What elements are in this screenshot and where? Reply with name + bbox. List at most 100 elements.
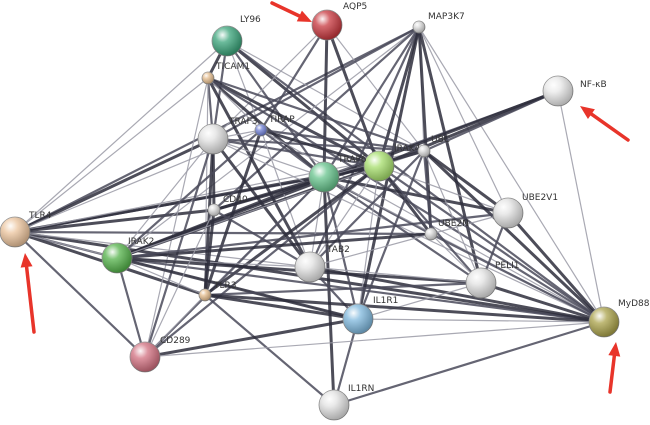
- node-highlight: [295, 252, 325, 282]
- edge-layer: [13, 23, 606, 407]
- edge-tlr4-traf3: [13, 137, 215, 234]
- node-traf3[interactable]: TRAF3: [197, 117, 257, 155]
- edge-tlr3-il1r1: [203, 293, 360, 321]
- edge-map3k7-irak4: [377, 25, 421, 168]
- edge-il1r1-myd88: [357, 318, 605, 323]
- edge-irak4-cd289: [143, 164, 381, 359]
- node-ubc[interactable]: UBC: [417, 135, 450, 158]
- edge-irak2-il1r1: [115, 256, 360, 321]
- edge-traf6-peli1: [322, 175, 483, 285]
- edge-ticam1-cd289: [144, 77, 209, 358]
- node-highlight: [199, 289, 211, 301]
- edge-cd40-cd289: [144, 209, 215, 358]
- edge-traf3-cd289: [143, 137, 215, 359]
- node-label: TRAF3: [228, 117, 257, 127]
- node-highlight: [309, 162, 339, 192]
- node-tlr3[interactable]: TLR3: [198, 281, 237, 302]
- node-label: IRAK2: [128, 237, 154, 247]
- edge-irak2-ube2v1: [115, 211, 510, 260]
- edge-tlr4-cd40: [13, 208, 216, 234]
- node-highlight: [589, 307, 619, 337]
- node-label: MyD88: [618, 299, 650, 309]
- node-cd289[interactable]: CD289: [129, 336, 191, 373]
- node-ube2v1[interactable]: UBE2V1: [492, 193, 558, 229]
- node-highlight: [493, 198, 523, 228]
- edge-map3k7-traf3: [211, 25, 421, 141]
- node-label: AQP5: [343, 2, 367, 12]
- node-label: UBE2V1: [522, 193, 558, 203]
- edge-peli1-tlr3: [203, 281, 483, 297]
- edge-traf6-il1rn: [322, 175, 336, 407]
- edge-myd88-il1rn: [332, 320, 606, 407]
- node-highlight: [130, 342, 160, 372]
- node-ly96[interactable]: LY96: [211, 15, 261, 57]
- node-label: LY96: [240, 15, 261, 25]
- edge-ubc-tab2: [308, 149, 426, 269]
- node-tirap[interactable]: TIRAP: [254, 115, 295, 137]
- edge-map3k7-cd40: [212, 25, 421, 212]
- node-label: NF-κB: [580, 80, 607, 90]
- edge-irak2-cd289: [115, 256, 147, 359]
- edge-aqp5-traf6: [322, 23, 329, 179]
- edge-tab2-myd88: [308, 265, 606, 324]
- edge-aqp5-irak4: [325, 23, 381, 168]
- node-label: PELI1: [495, 261, 520, 271]
- edge-peli1-myd88: [479, 281, 606, 324]
- edge-irak4-myd88: [377, 164, 606, 324]
- node-highlight: [208, 204, 220, 216]
- edge-ubc-peli1: [423, 150, 482, 284]
- node-irak2[interactable]: IRAK2: [101, 237, 154, 274]
- edge-ubc-myd88: [422, 149, 606, 324]
- edge-ubc-ube2n: [422, 149, 433, 236]
- node-label: UBE2N: [438, 219, 469, 229]
- node-tlr4[interactable]: TLR4: [0, 211, 52, 248]
- node-label: IRAK4: [394, 144, 421, 154]
- node-label: IL1R1: [373, 296, 398, 306]
- edge-tlr3-myd88: [203, 293, 606, 324]
- node-highlight: [466, 268, 496, 298]
- edge-tlr4-ly96: [14, 40, 228, 233]
- node-ube2n[interactable]: UBE2N: [424, 219, 469, 241]
- edge-tlr4-ube2n: [13, 230, 433, 236]
- edge-myd88-cd289: [144, 321, 605, 358]
- edge-map3k7-myd88: [418, 26, 605, 323]
- node-cd40[interactable]: CD40: [207, 195, 248, 217]
- edge-irak4-tab2: [309, 165, 380, 268]
- edge-ubc-ube2v1: [422, 149, 510, 215]
- edge-traf3-traf6: [212, 138, 325, 178]
- node-highlight: [343, 304, 373, 334]
- node-myd88[interactable]: MyD88: [588, 299, 650, 338]
- node-label: TICAM1: [215, 62, 250, 72]
- node-highlight: [212, 26, 242, 56]
- edge-traf3-irak4: [211, 137, 381, 168]
- node-tab2[interactable]: TAB2: [294, 245, 350, 283]
- edge-tirap-ubc: [259, 128, 426, 153]
- node-peli1[interactable]: PELI1: [465, 261, 520, 299]
- node-il1rn[interactable]: IL1RN: [318, 384, 374, 421]
- node-irak4[interactable]: IRAK4: [363, 144, 421, 182]
- edge-tirap-irak2: [115, 128, 263, 260]
- node-nfkb[interactable]: NF-κB: [542, 75, 607, 107]
- node-ticam1[interactable]: TICAM1: [201, 62, 250, 85]
- node-label: MAP3K7: [428, 12, 465, 22]
- node-label: TLR3: [213, 281, 237, 291]
- edge-ticam1-tirap: [207, 77, 262, 131]
- edge-cd40-tlr3: [203, 208, 216, 297]
- arrow-layer: [20, 1, 630, 394]
- node-label: TIRAP: [268, 115, 295, 125]
- edge-map3k7-ube2v1: [418, 26, 509, 214]
- edge-tlr4-ticam1: [14, 77, 209, 233]
- arrow-aqp5-icon: [270, 1, 312, 22]
- edge-tlr3-il1rn: [203, 293, 336, 407]
- node-il1r1[interactable]: IL1R1: [342, 296, 398, 335]
- node-highlight: [0, 217, 30, 247]
- node-label: TLR4: [28, 211, 52, 221]
- edge-ube2n-myd88: [429, 232, 606, 324]
- node-traf6[interactable]: TRAF6: [308, 155, 367, 193]
- node-label: TRAF6: [337, 155, 367, 165]
- node-highlight: [255, 124, 267, 136]
- edge-traf6-il1r1: [322, 175, 360, 321]
- node-aqp5[interactable]: AQP5: [311, 2, 367, 41]
- node-map3k7[interactable]: MAP3K7: [412, 12, 465, 34]
